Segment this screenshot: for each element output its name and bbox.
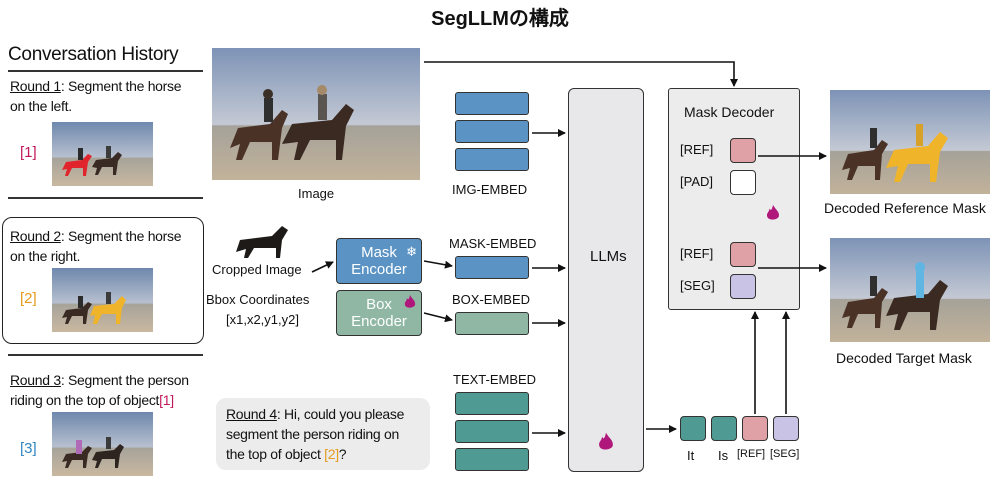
round-2-index: [2] <box>20 290 37 307</box>
img-embed-label: IMG-EMBED <box>452 182 528 197</box>
mask-decoder <box>668 88 800 310</box>
text-embed-label: TEXT-EMBED <box>453 372 537 387</box>
round-2-card <box>2 217 204 344</box>
mask-encoder: Mask Encoder ❄ <box>336 238 422 284</box>
token-seg <box>773 416 799 441</box>
mask-embed-label: MASK-EMBED <box>449 236 537 251</box>
flame-icon <box>404 295 416 308</box>
box-encoder-line2: Encoder <box>351 313 407 330</box>
box-embed-token <box>455 312 529 335</box>
round-3-ref: [1] <box>159 392 174 408</box>
box-encoder-line1: Box <box>366 296 392 313</box>
text-embed-token <box>455 448 529 471</box>
diagram-title: SegLLMの構成 <box>431 8 569 30</box>
history-title: Conversation History <box>8 44 179 65</box>
img-embed-token <box>455 148 529 171</box>
round-3-index: [3] <box>20 440 37 457</box>
round-1-prompt-cont: on the left. <box>10 98 72 114</box>
decoder-ref1-box <box>730 138 756 163</box>
round-1-index: [1] <box>20 144 37 161</box>
round-1-text: Round 1: Segment the horse on the left. <box>10 76 205 116</box>
round-4-text: : Hi, could you please segment the perso… <box>226 406 405 462</box>
round-3-prompt: : Segment the person <box>60 372 189 388</box>
cropped-label: Cropped Image <box>212 262 302 277</box>
decoder-slot-ref1: [REF] <box>680 142 714 157</box>
round-2-image <box>52 268 153 332</box>
text-embed-token <box>455 392 529 415</box>
round-2-prompt-cont: on the right. <box>10 248 81 264</box>
round-4-tag: Round 4 <box>226 406 277 422</box>
token-is <box>711 416 737 441</box>
mask-embed-stack <box>455 256 529 284</box>
decoder-title: Mask Decoder <box>684 104 775 120</box>
text-embed-stack <box>455 392 529 476</box>
img-embed-token <box>455 120 529 143</box>
round-2-tag: Round 2 <box>10 228 61 244</box>
token-ref-label: [REF] <box>737 448 766 460</box>
llm-flame-icon <box>599 432 613 450</box>
decoder-flame-icon <box>766 204 780 220</box>
token-it <box>680 416 706 441</box>
round-2-divider <box>8 354 203 356</box>
bbox-label: Bbox Coordinates <box>206 292 310 307</box>
decoder-slot-seg: [SEG] <box>680 278 715 293</box>
llm-block <box>568 88 644 472</box>
decoder-slot-ref2: [REF] <box>680 246 714 261</box>
round-1-divider <box>8 197 203 199</box>
round-1-prompt: : Segment the horse <box>60 78 182 94</box>
round-2-prompt: : Segment the horse <box>60 228 182 244</box>
mask-encoder-line2: Encoder <box>351 261 407 278</box>
round-3-tag: Round 3 <box>10 372 61 388</box>
box-embed-label: BOX-EMBED <box>452 292 531 307</box>
input-image <box>212 48 420 180</box>
round-4-prompt: Round 4: Hi, could you please segment th… <box>216 398 430 470</box>
decoder-seg-box <box>730 274 756 299</box>
decoded-reference-image <box>830 90 990 194</box>
decoded-target-image <box>830 238 990 342</box>
decoded-target-label: Decoded Target Mask <box>836 350 972 366</box>
token-seg-label: [SEG] <box>770 448 800 460</box>
image-label: Image <box>298 186 335 201</box>
decoded-reference-label: Decoded Reference Mask <box>824 200 986 216</box>
round-1-tag: Round 1 <box>10 78 61 94</box>
box-encoder: Box Encoder <box>336 290 422 336</box>
mask-encoder-line1: Mask <box>361 244 397 261</box>
img-embed-stack <box>455 92 529 176</box>
snowflake-icon: ❄ <box>406 244 417 259</box>
round-3-image <box>52 412 153 476</box>
round-4-ref: [2] <box>324 446 339 462</box>
decoder-pad-box <box>730 170 756 195</box>
img-embed-token <box>455 92 529 115</box>
round-3-text: Round 3: Segment the person riding on th… <box>10 370 210 410</box>
round-2-text: Round 2: Segment the horse on the right. <box>10 226 205 266</box>
cropped-image <box>232 222 298 260</box>
text-embed-token <box>455 420 529 443</box>
decoder-ref2-box <box>730 242 756 267</box>
mask-embed-token <box>455 256 529 279</box>
history-divider <box>8 70 203 72</box>
token-ref <box>742 416 768 441</box>
token-it-label: It <box>687 448 695 463</box>
round-4-end: ? <box>338 446 347 462</box>
decoder-slot-pad: [PAD] <box>680 174 713 189</box>
llm-label: LLMs <box>590 248 627 265</box>
box-embed-stack <box>455 312 529 340</box>
round-1-image <box>52 122 153 186</box>
token-is-label: Is <box>718 448 729 463</box>
bbox-value: [x1,x2,y1,y2] <box>226 312 299 327</box>
round-3-prompt-cont: riding on the top of object <box>10 392 160 408</box>
